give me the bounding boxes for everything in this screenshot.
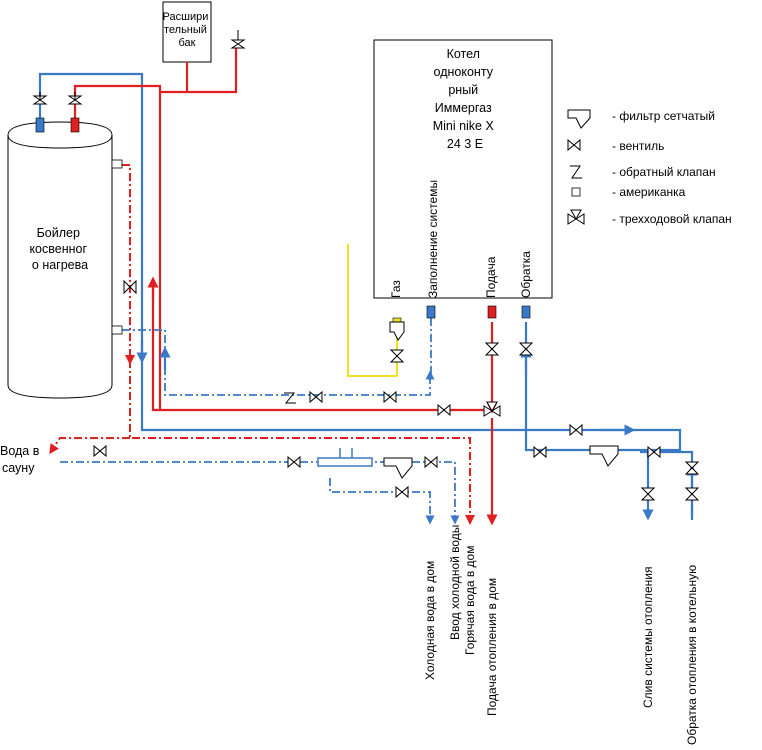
sauna-outlet-label: Вода в сауну xyxy=(0,444,43,475)
legend-text-union: - американка xyxy=(612,185,686,199)
expansion-label-line-3: бак xyxy=(179,37,196,49)
valve-icon xyxy=(32,92,700,501)
boiler-coil-supply xyxy=(151,280,488,412)
legend-item-filter: - фильтр сетчатый xyxy=(567,109,715,129)
outlet-label-heating-supply: Подача отопления в дом xyxy=(485,578,499,716)
legend-item-check-valve: - обратный клапан xyxy=(570,165,716,179)
gas-boiler-label-line-2: одноконту xyxy=(434,65,494,79)
connection-label-gas: Газ xyxy=(389,280,403,298)
expansion-label-line-2: тельный xyxy=(164,24,207,36)
connection-label-fill: Заполнение системы xyxy=(426,180,440,298)
expansion-tank: Расшири тельный бак xyxy=(162,1,212,63)
legend-text-check: - обратный клапан xyxy=(612,165,716,179)
main-return-pipe xyxy=(140,360,682,452)
union-fitting-icon xyxy=(111,159,123,335)
sauna-label-line-1: Вода в xyxy=(0,444,40,458)
mesh-filter-icon xyxy=(383,321,619,479)
gas-boiler: Котел одноконту рный Иммергаз Mini nike … xyxy=(373,39,553,299)
gas-boiler-label-line-4: Иммергаз xyxy=(435,101,492,115)
hot-water-out xyxy=(122,164,135,365)
gas-boiler-label-line-1: Котел xyxy=(447,47,480,61)
three-way-valve-icon xyxy=(483,401,501,417)
legend-item-valve: - вентиль xyxy=(567,138,664,153)
legend-text-filter: - фильтр сетчатый xyxy=(612,109,715,123)
air-vent-valve xyxy=(230,39,246,49)
outlet-label-return-boiler-room: Обратка отопления в котельную xyxy=(685,565,699,745)
boiler-label-line-3: о нагрева xyxy=(32,258,88,272)
connection-label-return: Обратка xyxy=(519,251,533,298)
boiler-label-line-1: Бойлер xyxy=(37,226,80,240)
svg-text:Котел одноконту рн: Котел одноконту рный Иммергаз Mini nike … xyxy=(433,47,498,151)
expansion-label-line-1: Расшири xyxy=(163,11,209,23)
svg-text:Расшири тельный ба: Расшири тельный бак xyxy=(163,11,212,49)
expansion-pipe xyxy=(185,45,238,94)
legend-item-three-way: - трехходовой клапан xyxy=(567,209,732,226)
legend-text-valve: - вентиль xyxy=(612,139,664,153)
outlet-label-drain: Слив системы отопления xyxy=(641,567,655,708)
check-valve-icon xyxy=(284,392,296,404)
gas-boiler-label-line-5: Mini nike X xyxy=(433,119,495,133)
boiler-tank-label: Бойлер косвенног о нагрева xyxy=(29,226,90,272)
gas-boiler-label-line-6: 24 3 E xyxy=(447,137,483,151)
outlet-label-cold-in: Ввод холодной воды xyxy=(448,525,462,640)
cold-water-in xyxy=(122,329,435,396)
legend-item-union: - американка xyxy=(571,185,686,199)
outlet-label-cold-home: Холодная вода в дом xyxy=(423,561,437,680)
connection-label-supply: Подача xyxy=(484,256,498,298)
cold-water-manifold xyxy=(317,457,373,467)
boiler-label-line-2: косвенног xyxy=(29,242,87,256)
legend: - фильтр сетчатый - вентиль - обратный к… xyxy=(567,109,732,226)
gas-boiler-label-line-3: рный xyxy=(448,83,478,97)
legend-text-three-way: - трехходовой клапан xyxy=(612,212,732,226)
sauna-label-line-2: сауну xyxy=(2,461,35,475)
indirect-boiler-tank: Бойлер косвенног о нагрева xyxy=(7,121,113,399)
outlet-label-hot-home: Горячая вода в дом xyxy=(463,546,477,655)
